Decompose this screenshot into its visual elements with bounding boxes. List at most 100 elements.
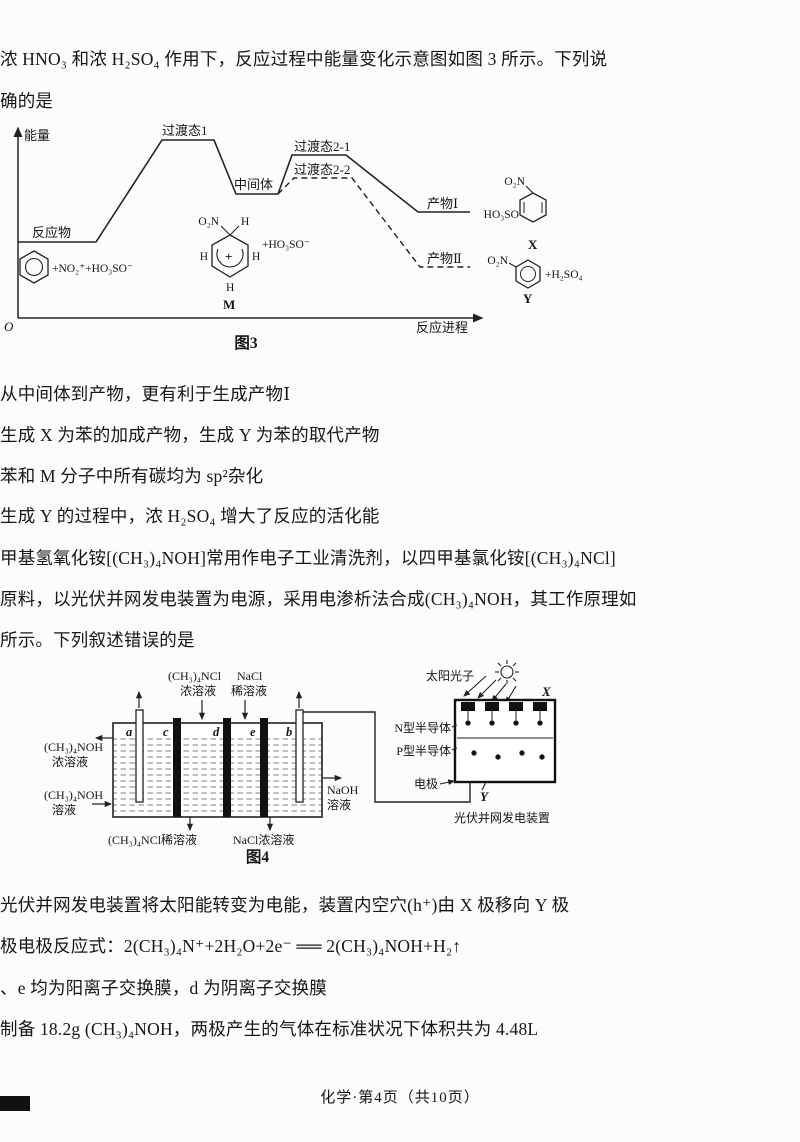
pv-carriers	[465, 711, 545, 760]
fig4-letter-a: a	[126, 725, 132, 739]
fig3-energy-curve-solid	[18, 139, 470, 243]
top-inlet-arrows	[198, 700, 249, 721]
fig4-pv-caption: 光伏并网发电装置	[454, 810, 550, 825]
fig4-top-feed1-name: (CH₃)₄NCl	[168, 669, 222, 683]
figure4-electrodialysis-diagram: a c d e b (CH₃)₄NCl 浓溶液 NaCl 稀溶液 (CH₃)₄N…	[44, 660, 557, 847]
fig4-bottom-out2: NaCl浓溶液	[233, 832, 294, 847]
fig4-n-type-label: N型半导体	[394, 721, 451, 735]
fig4-bottom-out1: (CH₃)₄NCl稀溶液	[108, 832, 197, 847]
fig4-letter-d: d	[213, 725, 220, 739]
fig3-intermediate-h3: H	[226, 282, 234, 294]
fig4-left-out-name: (CH₃)₄NOH	[44, 740, 103, 754]
fig3-intermediate-no2: O₂N	[198, 216, 219, 228]
q7-option-4: 生成 Y 的过程中，浓 H₂SO₄ 增大了反应的活化能	[0, 506, 380, 526]
cyclohexadienyl-ring-icon	[211, 234, 249, 278]
fig3-ts2-2-label: 过渡态2-2	[294, 162, 350, 177]
fig4-top-feed2-state: 稀溶液	[231, 683, 267, 698]
figure3-energy-diagram: 能量 反应进程 O 反应物 过渡态1 中间体 过渡态2-1 过渡态2-2 产物Ⅰ…	[4, 123, 583, 335]
q8-option-3: 、e 均为阳离子交换膜，d 为阴离子交换膜	[0, 978, 327, 998]
p-type-pointer	[451, 747, 458, 751]
fig3-product1-label: 产物Ⅰ	[427, 196, 458, 211]
aromatic-circle-icon	[24, 257, 44, 277]
fig3-energy-axis-label: 能量	[24, 128, 50, 143]
fig4-letter-b: b	[286, 725, 292, 739]
fig4-p-type-label: P型半导体	[396, 744, 451, 758]
q8-option-1: 光伏并网发电装置将太阳能转变为电能，装置内空穴(h⁺)由 X 极移向 Y 极	[0, 895, 570, 915]
electrodialysis-cell	[112, 722, 323, 818]
membrane-c	[173, 718, 181, 817]
fig3-reactant-label: 反应物	[32, 225, 71, 240]
fig3-origin-label: O	[4, 319, 14, 334]
diene-ring-icon	[519, 192, 547, 223]
q7-stem-line1: 浓 HNO₃ 和浓 H₂SO₄ 作用下，反应过程中能量变化示意图如图 3 所示。…	[0, 49, 608, 69]
fig3-intermediate-h1: H	[241, 216, 249, 228]
membrane-e	[260, 718, 268, 817]
q8-stem-line1: 甲基氢氧化铵[(CH₃)₄NOH]常用作电子工业清洗剂，以四甲基氯化铵[(CH₃…	[0, 548, 616, 568]
aromatic-circle-icon	[520, 266, 536, 282]
fig3-reactant-formula: +NO₂⁺+HO₃SO⁻	[52, 263, 133, 275]
q7-option-1: 从中间体到产物，更有利于生成产物Ⅰ	[0, 384, 291, 404]
fig4-solar-photon-label: 太阳光子	[426, 668, 474, 683]
fig3-product-y-structure: O₂N +H₂SO₄ Y	[487, 255, 582, 306]
electrode-pointer	[439, 779, 455, 786]
fig3-intermediate-h2: H	[252, 251, 260, 263]
q8-stem-line3: 所示。下列叙述错误的是	[0, 630, 195, 650]
fig4-left-in-name: (CH₃)₄NOH	[44, 788, 103, 802]
fig3-progress-axis-label: 反应进程	[416, 320, 468, 335]
fig4-right-out-state: 溶液	[327, 797, 351, 812]
q8-option-2: 极电极反应式：2(CH₃)₄N⁺+2H₂O+2e⁻ ══ 2(CH₃)₄NOH+…	[0, 936, 462, 956]
fig3-intermediate-counterion: +HO₃SO⁻	[262, 239, 310, 251]
circuit-wire	[303, 711, 471, 803]
fig3-intermediate-plus-charge: +	[225, 249, 232, 264]
ion-exchange-membranes	[173, 718, 268, 817]
page-footer: 化学·第4页（共10页）	[320, 1090, 480, 1106]
n-type-pointer	[451, 724, 458, 728]
fig4-letter-e: e	[250, 725, 256, 739]
benzene-ring-icon	[19, 250, 49, 284]
fig3-intermediate-h4: H	[200, 251, 208, 263]
page-corner-mark	[0, 1096, 30, 1111]
fig3-y-label: Y	[523, 291, 533, 306]
fig3-y-no2: O₂N	[487, 255, 508, 267]
fig3-axes	[13, 126, 484, 323]
electrode-b	[295, 709, 304, 803]
q7-stem-line2: 确的是	[0, 91, 54, 111]
gas-outlet-arrows	[135, 690, 303, 708]
fig3-x-label: X	[528, 237, 538, 252]
sun-icon	[495, 660, 519, 684]
fig3-x-no2: O₂N	[504, 176, 525, 188]
fig4-y-electrode-label: Y	[480, 789, 489, 804]
fig4-top-feed2-name: NaCl	[237, 669, 263, 683]
fig3-reactant-structure: +NO₂⁺+HO₃SO⁻	[19, 250, 133, 284]
cell-headspace	[114, 724, 321, 738]
electrode-a	[135, 709, 144, 803]
bottom-outlet-arrows	[186, 817, 274, 832]
pv-panel	[453, 698, 557, 784]
fig4-left-in-state: 溶液	[52, 802, 76, 817]
benzene-ring-icon	[515, 259, 541, 289]
fig3-y-h2so4: +H₂SO₄	[545, 269, 583, 281]
fig4-top-feed1-state: 浓溶液	[180, 683, 216, 698]
fig3-product2-label: 产物Ⅱ	[427, 251, 462, 266]
fig3-intermediate-label: 中间体	[234, 177, 273, 192]
fig3-x-oso3h: HO₃SO	[484, 209, 519, 221]
q8-stem-line2: 原料，以光伏并网发电装置为电源，采用电渗析法合成(CH₃)₄NOH，其工作原理如	[0, 589, 637, 609]
fig3-ts1-label: 过渡态1	[162, 123, 208, 138]
figure4-caption: 图4	[245, 849, 270, 866]
fig4-right-out-name: NaOH	[327, 783, 359, 797]
fig4-letter-c: c	[163, 725, 169, 739]
cell-electrodes	[135, 709, 304, 803]
figure3-caption: 图3	[234, 335, 258, 352]
fig3-m-label: M	[223, 297, 235, 312]
fig3-energy-curve-dashed	[277, 177, 470, 268]
membrane-d	[223, 718, 231, 817]
delocalized-arc-icon	[216, 248, 244, 268]
fig4-x-electrode-label: X	[541, 684, 551, 699]
fig4-left-out-state: 浓溶液	[52, 754, 88, 769]
fig3-ts2-1-label: 过渡态2-1	[294, 139, 350, 154]
q7-option-3: 苯和 M 分子中所有碳均为 sp²杂化	[0, 466, 264, 486]
pv-top-contacts	[461, 702, 547, 711]
fig4-electrode-label: 电极	[414, 777, 438, 791]
fig3-product-x-structure: O₂N HO₃SO X	[484, 176, 547, 252]
